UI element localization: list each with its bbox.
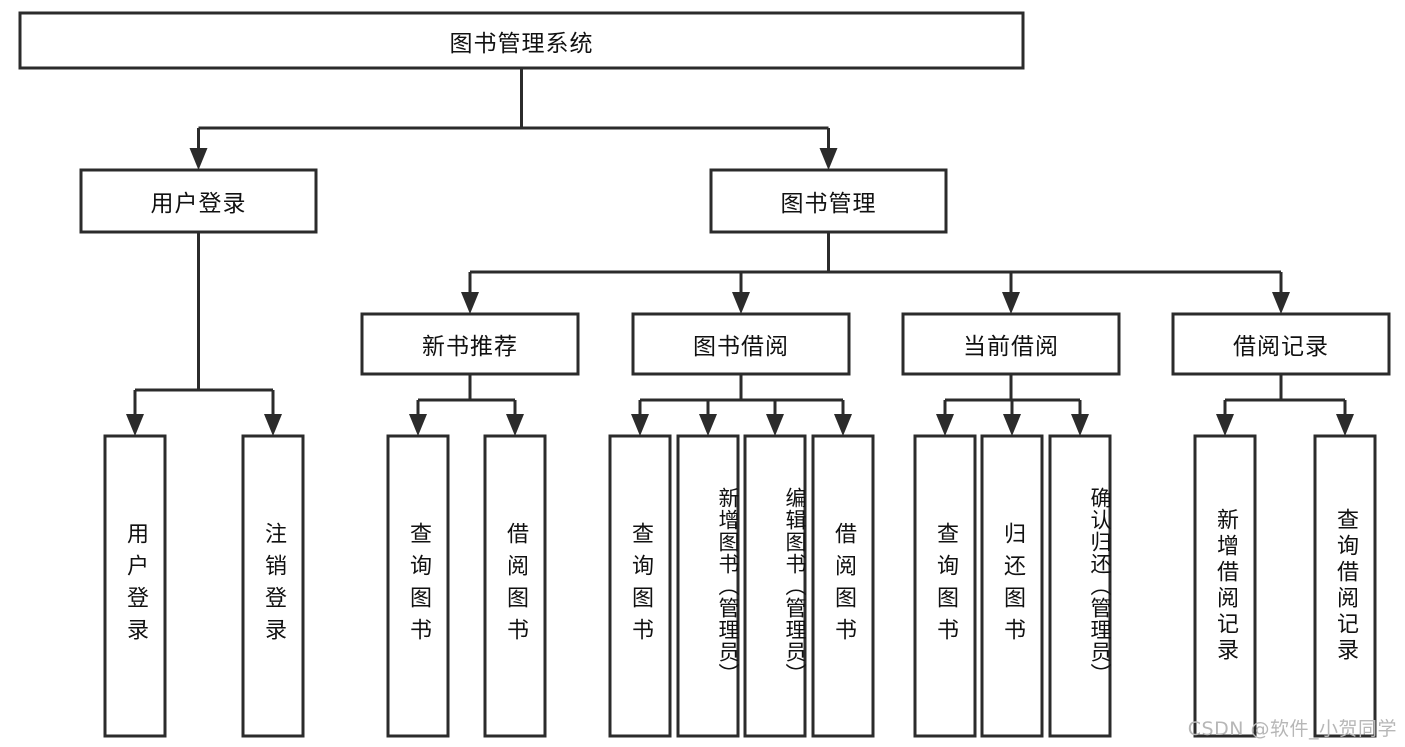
- arrow-head-icon: [1002, 292, 1020, 314]
- node-box-book-manage[interactable]: [709, 168, 948, 234]
- watermark-text: CSDN @软件_小贺同学: [1187, 718, 1397, 740]
- arrow-head-icon: [732, 292, 750, 314]
- node-box-leaf-user-login[interactable]: [103, 434, 167, 738]
- arrow-head-icon: [126, 414, 144, 436]
- node-box-current-borrow[interactable]: [901, 312, 1121, 376]
- node-box-leaf-query-record[interactable]: [1313, 434, 1377, 738]
- node-box-book-borrow[interactable]: [631, 312, 851, 376]
- node-box-leaf-query-book-1[interactable]: [386, 434, 450, 738]
- node-box-leaf-borrow-book-1[interactable]: [483, 434, 547, 738]
- node-box-leaf-borrow-book-2[interactable]: [811, 434, 875, 738]
- node-box-leaf-logout[interactable]: [241, 434, 305, 738]
- arrow-head-icon: [766, 414, 784, 436]
- arrow-head-icon: [1003, 414, 1021, 436]
- arrow-head-icon: [819, 148, 838, 170]
- arrow-head-icon: [1071, 414, 1089, 436]
- node-box-leaf-add-book[interactable]: [676, 434, 740, 738]
- arrow-head-icon: [189, 148, 208, 170]
- arrow-head-icon: [1216, 414, 1234, 436]
- node-box-leaf-query-book-2[interactable]: [608, 434, 672, 738]
- arrow-head-icon: [699, 414, 717, 436]
- node-boxes-layer: [18, 11, 1391, 738]
- node-box-leaf-add-record[interactable]: [1193, 434, 1257, 738]
- node-box-leaf-query-book-3[interactable]: [913, 434, 977, 738]
- arrow-head-icon: [409, 414, 427, 436]
- arrow-head-icon: [834, 414, 852, 436]
- node-box-user-login[interactable]: [79, 168, 318, 234]
- arrow-head-icon: [461, 292, 479, 314]
- arrow-head-icon: [264, 414, 282, 436]
- node-box-new-book-recommend[interactable]: [360, 312, 580, 376]
- arrow-head-icon: [631, 414, 649, 436]
- node-box-root[interactable]: [18, 11, 1025, 70]
- arrow-head-icon: [1336, 414, 1354, 436]
- arrow-head-icon: [936, 414, 954, 436]
- node-box-borrow-record[interactable]: [1171, 312, 1391, 376]
- node-box-leaf-edit-book[interactable]: [743, 434, 807, 738]
- connectors-layer: [126, 68, 1354, 436]
- arrow-head-icon: [506, 414, 524, 436]
- node-box-leaf-confirm-return[interactable]: [1048, 434, 1112, 738]
- node-box-leaf-return-book[interactable]: [980, 434, 1044, 738]
- arrow-head-icon: [1272, 292, 1290, 314]
